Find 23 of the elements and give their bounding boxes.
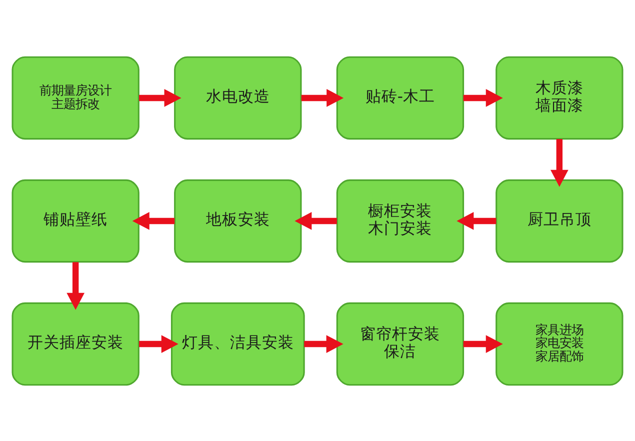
arrow: [132, 212, 175, 230]
node-box: 橱柜安装 木门安装: [336, 178, 464, 262]
node-box: 厨卫吊顶: [496, 178, 624, 262]
arrow: [304, 334, 344, 352]
node-box: 贴砖-木工: [336, 56, 464, 140]
arrow: [550, 138, 568, 186]
node-box: 开关插座安装: [12, 302, 140, 386]
node-box: 地板安装: [174, 178, 302, 262]
node-box: 木质漆 墙面漆: [496, 56, 624, 140]
node-box: 灯具、洁具安装: [170, 302, 305, 386]
arrow: [463, 334, 503, 352]
arrow: [301, 88, 344, 106]
node-box: 铺贴壁纸: [12, 178, 140, 262]
arrow: [294, 212, 337, 230]
arrow: [66, 262, 85, 310]
node-box: 窗帘杆安装 保洁: [336, 302, 464, 386]
arrow: [463, 88, 503, 106]
node-box: 家具进场 家电安装 家居配饰: [496, 302, 624, 386]
arrow: [139, 88, 182, 106]
node-box: 水电改造: [174, 56, 302, 140]
arrow: [456, 212, 496, 230]
node-box: 前期量房设计 主题拆改: [12, 56, 140, 140]
arrow: [139, 334, 178, 352]
